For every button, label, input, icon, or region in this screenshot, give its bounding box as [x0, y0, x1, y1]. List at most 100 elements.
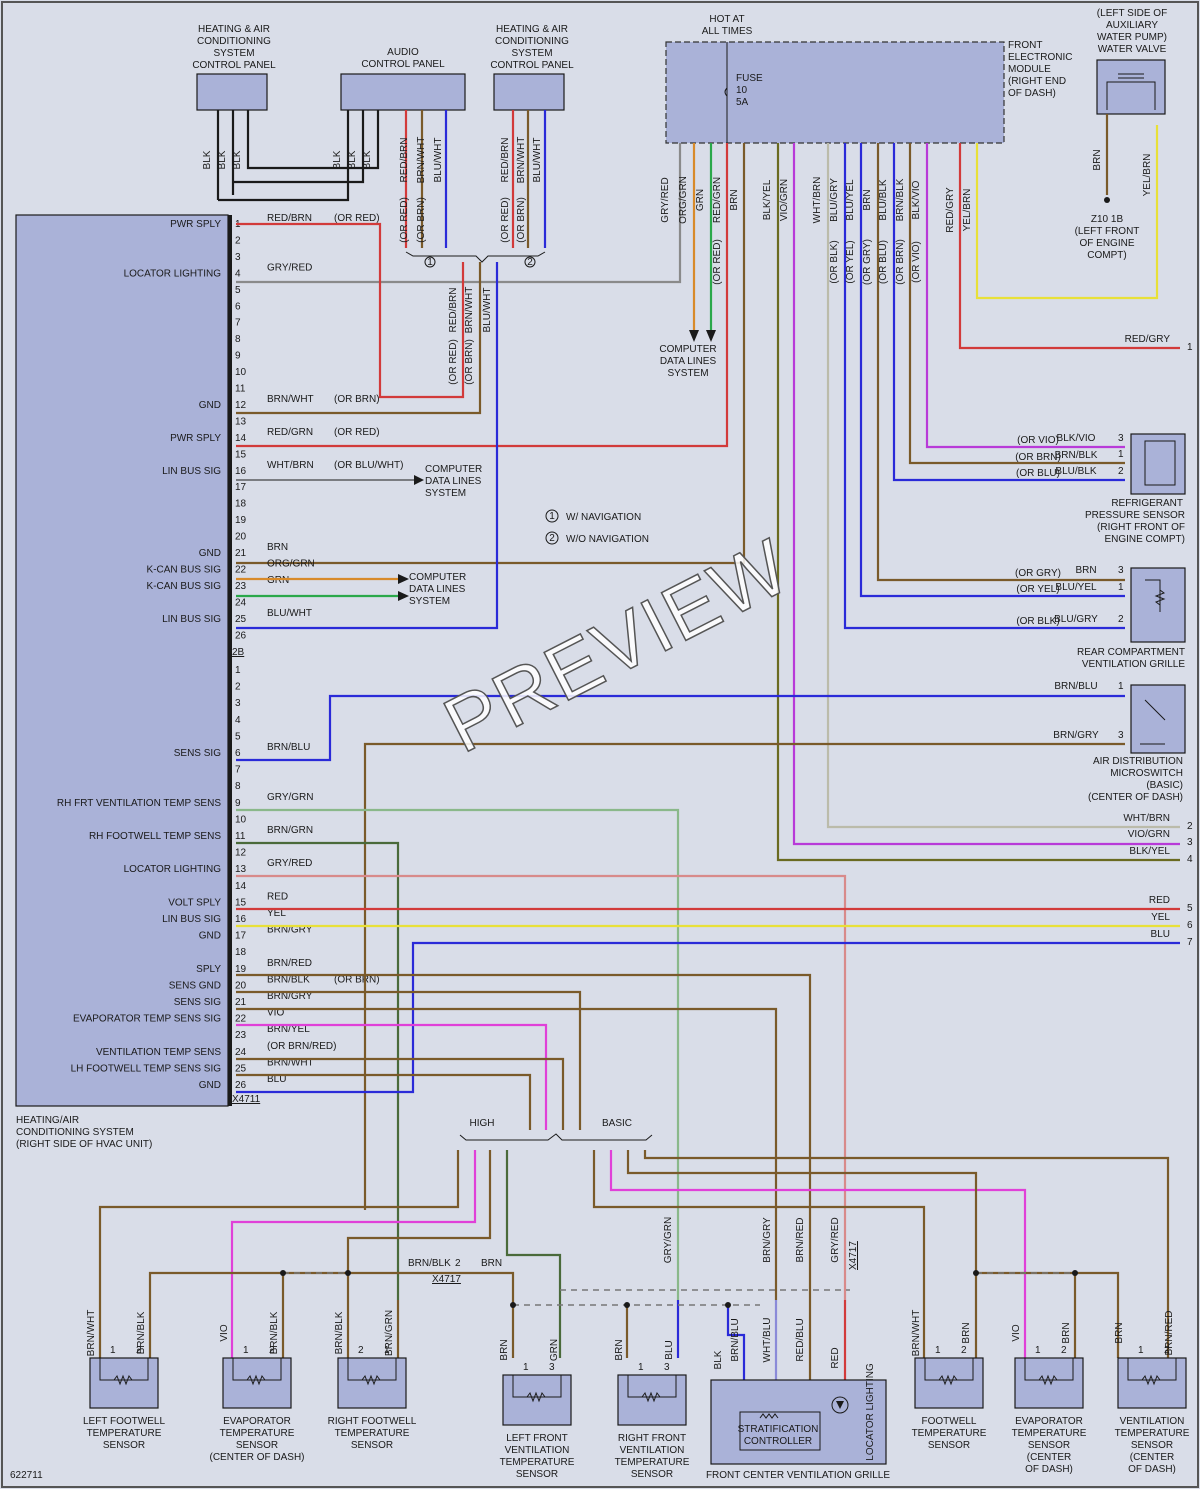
- svg-text:1: 1: [523, 1362, 529, 1373]
- wire-alt-label: (OR RED): [334, 427, 380, 438]
- wire-alt-label: (OR RED): [334, 213, 380, 224]
- svg-text:SYSTEM: SYSTEM: [425, 488, 466, 499]
- svg-text:WHT/BRN: WHT/BRN: [812, 177, 823, 224]
- svg-text:BRN/BLK: BRN/BLK: [136, 1311, 147, 1354]
- svg-text:7: 7: [1187, 937, 1193, 948]
- wire-label: YEL: [267, 908, 286, 919]
- svg-text:1: 1: [1118, 449, 1124, 460]
- pin-number: 22: [235, 564, 247, 575]
- refrigerant-pressure-sensor: REFRIGERANT PRESSURE SENSOR (RIGHT FRONT…: [1085, 433, 1186, 545]
- svg-text:BLU: BLU: [664, 1340, 675, 1359]
- svg-text:CONTROL PANEL: CONTROL PANEL: [192, 60, 276, 71]
- wire-label: BRN/GRY: [267, 925, 313, 936]
- pin-number: 18: [235, 499, 247, 510]
- pin-number: 10: [235, 814, 247, 825]
- svg-text:BLK/VIO: BLK/VIO: [1057, 433, 1096, 444]
- svg-text:3: 3: [1118, 565, 1124, 576]
- pin-label: LIN BUS SIG: [162, 614, 221, 625]
- pin-number: 26: [235, 630, 247, 641]
- svg-text:BLK/YEL: BLK/YEL: [762, 179, 773, 220]
- svg-text:BRN: BRN: [1114, 1322, 1125, 1343]
- svg-text:BRN: BRN: [614, 1339, 625, 1360]
- diagram-code: 622711: [10, 1470, 43, 1481]
- svg-text:TEMPERATURE: TEMPERATURE: [615, 1457, 690, 1468]
- wire-label: BRN/WHT: [267, 394, 314, 405]
- wire-label: GRY/GRN: [267, 792, 314, 803]
- svg-text:1: 1: [1118, 582, 1124, 593]
- pin-number: 17: [235, 931, 247, 942]
- svg-text:2: 2: [1164, 1345, 1170, 1356]
- wire-label: ORG/GRN: [267, 558, 315, 569]
- svg-text:COMPT): COMPT): [1087, 250, 1126, 261]
- svg-text:(OR GRY): (OR GRY): [1015, 568, 1061, 579]
- air-distribution-microswitch: AIR DISTRIBUTION MICROSWITCH (BASIC) (CE…: [1088, 684, 1186, 803]
- svg-text:YEL/BRN: YEL/BRN: [962, 189, 973, 232]
- svg-text:ENGINE COMPT): ENGINE COMPT): [1104, 534, 1185, 545]
- svg-text:2: 2: [1061, 1345, 1067, 1356]
- svg-text:X4717: X4717: [848, 1241, 859, 1270]
- svg-text:CONDITIONING: CONDITIONING: [197, 36, 271, 47]
- pin-label: RH FOOTWELL TEMP SENS: [89, 831, 221, 842]
- svg-text:2: 2: [358, 1345, 364, 1356]
- svg-text:COMPUTER: COMPUTER: [659, 344, 716, 355]
- pin-number: 19: [235, 964, 247, 975]
- pin-number: 6: [235, 748, 241, 759]
- svg-text:(RIGHT SIDE OF HVAC UNIT): (RIGHT SIDE OF HVAC UNIT): [16, 1139, 152, 1150]
- svg-text:EVAPORATOR: EVAPORATOR: [1015, 1416, 1083, 1427]
- svg-text:BRN/RED: BRN/RED: [795, 1217, 806, 1262]
- svg-text:BLU/BLK: BLU/BLK: [878, 179, 889, 220]
- pin-number: 22: [235, 1014, 247, 1025]
- wire-label: BRN/BLU: [267, 742, 310, 753]
- svg-text:X4717: X4717: [432, 1274, 461, 1285]
- svg-text:ALL TIMES: ALL TIMES: [702, 26, 753, 37]
- svg-text:BRN: BRN: [729, 189, 740, 210]
- pin-label: VOLT SPLY: [168, 897, 221, 908]
- svg-text:CONDITIONING: CONDITIONING: [495, 36, 569, 47]
- pin-label: VENTILATION TEMP SENS: [96, 1047, 221, 1058]
- svg-text:(RIGHT FRONT OF: (RIGHT FRONT OF: [1097, 522, 1185, 533]
- svg-text:SYSTEM: SYSTEM: [409, 596, 450, 607]
- svg-text:(OR RED): (OR RED): [712, 239, 723, 285]
- svg-text:LEFT FRONT: LEFT FRONT: [506, 1433, 567, 1444]
- svg-text:TEMPERATURE: TEMPERATURE: [1012, 1428, 1087, 1439]
- pin-label: PWR SPLY: [170, 219, 221, 230]
- svg-text:LEFT FOOTWELL: LEFT FOOTWELL: [83, 1416, 165, 1427]
- svg-text:BLK/VIO: BLK/VIO: [911, 180, 922, 219]
- svg-text:(OR RED): (OR RED): [500, 197, 511, 243]
- pin-number: 10: [235, 367, 247, 378]
- svg-text:COMPUTER: COMPUTER: [409, 572, 466, 583]
- svg-text:VIO/GRN: VIO/GRN: [1128, 829, 1170, 840]
- pin-number: 17: [235, 482, 247, 493]
- svg-text:(CENTER: (CENTER: [1027, 1452, 1071, 1463]
- pin-number: 20: [235, 980, 247, 991]
- pin-label: PWR SPLY: [170, 433, 221, 444]
- svg-text:(OR BRN): (OR BRN): [516, 197, 527, 243]
- svg-text:OF DASH): OF DASH): [1128, 1464, 1176, 1475]
- pin-label: LOCATOR LIGHTING: [124, 268, 222, 279]
- svg-text:(CENTER OF DASH): (CENTER OF DASH): [210, 1452, 305, 1463]
- svg-text:SENSOR: SENSOR: [631, 1469, 673, 1480]
- svg-text:GRY/RED: GRY/RED: [830, 1217, 841, 1262]
- wire-label: BRN/BLK: [267, 974, 310, 985]
- pin-number: 4: [235, 715, 241, 726]
- svg-text:2: 2: [455, 1258, 461, 1269]
- pin-number: 16: [235, 914, 247, 925]
- svg-text:GRN: GRN: [695, 189, 706, 211]
- svg-text:FOOTWELL: FOOTWELL: [921, 1416, 976, 1427]
- svg-text:RED: RED: [830, 1347, 841, 1368]
- wire-label: BRN/WHT: [267, 1057, 314, 1068]
- svg-text:BRN/RED: BRN/RED: [1164, 1310, 1175, 1355]
- svg-text:MODULE: MODULE: [1008, 64, 1051, 75]
- svg-text:BLU/YEL: BLU/YEL: [845, 179, 856, 221]
- svg-text:(OR RED): (OR RED): [399, 197, 410, 243]
- hvac-module: 2B X4711 HEATING/AIR CONDITIONING SYSTEM…: [15, 213, 403, 1150]
- svg-text:(OR YEL): (OR YEL): [845, 240, 856, 283]
- svg-text:BLU/YEL: BLU/YEL: [1055, 582, 1097, 593]
- pin-number: 15: [235, 449, 247, 460]
- svg-text:BLK: BLK: [232, 150, 243, 169]
- pin-label: GND: [199, 548, 221, 559]
- svg-text:(LEFT SIDE OF: (LEFT SIDE OF: [1097, 8, 1167, 19]
